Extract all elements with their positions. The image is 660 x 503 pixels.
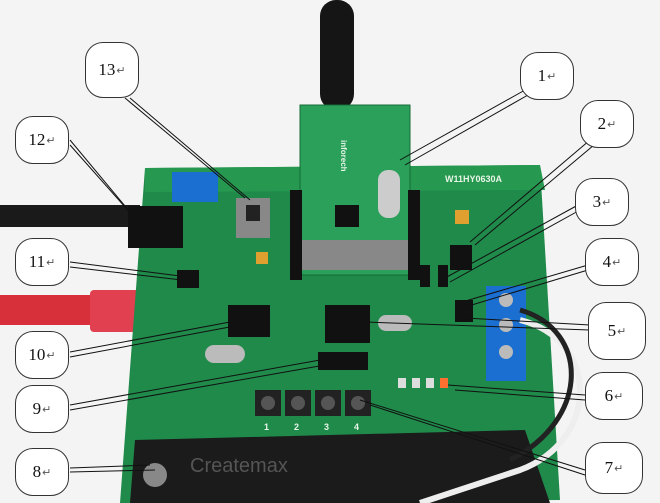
module-label: inforech bbox=[339, 140, 348, 172]
callout-9: 9↵ bbox=[15, 385, 69, 433]
leader-lines bbox=[69, 89, 595, 476]
terminal-block-top bbox=[172, 172, 218, 202]
dc-jack bbox=[128, 206, 183, 248]
button-label-3: 3 bbox=[324, 422, 330, 432]
callout-8: 8↵ bbox=[15, 448, 69, 496]
black-cable bbox=[0, 205, 140, 227]
callout-12: 12↵ bbox=[15, 116, 69, 164]
battery-holder bbox=[130, 430, 550, 503]
usb-chip bbox=[228, 305, 270, 337]
push-buttons bbox=[255, 390, 371, 416]
mcu-chip bbox=[325, 305, 370, 343]
callout-10: 10↵ bbox=[15, 331, 69, 379]
antenna bbox=[320, 0, 354, 110]
brand-label: Createmax bbox=[190, 455, 288, 477]
button-label-2: 2 bbox=[294, 422, 300, 432]
callout-13: 13↵ bbox=[85, 42, 139, 98]
callout-3: 3↵ bbox=[575, 178, 629, 226]
callout-2: 2↵ bbox=[580, 100, 634, 148]
callout-1: 1↵ bbox=[520, 52, 574, 100]
callout-4: 4↵ bbox=[585, 238, 639, 286]
button-label-4: 4 bbox=[354, 422, 360, 432]
callout-5: 5↵ bbox=[588, 302, 646, 360]
callout-7: 7↵ bbox=[585, 442, 643, 494]
callout-11: 11↵ bbox=[15, 238, 69, 286]
button-label-1: 1 bbox=[264, 422, 270, 432]
led-row bbox=[398, 378, 448, 388]
callout-6: 6↵ bbox=[585, 372, 643, 420]
board-model-label: W11HY0630A bbox=[445, 174, 503, 184]
